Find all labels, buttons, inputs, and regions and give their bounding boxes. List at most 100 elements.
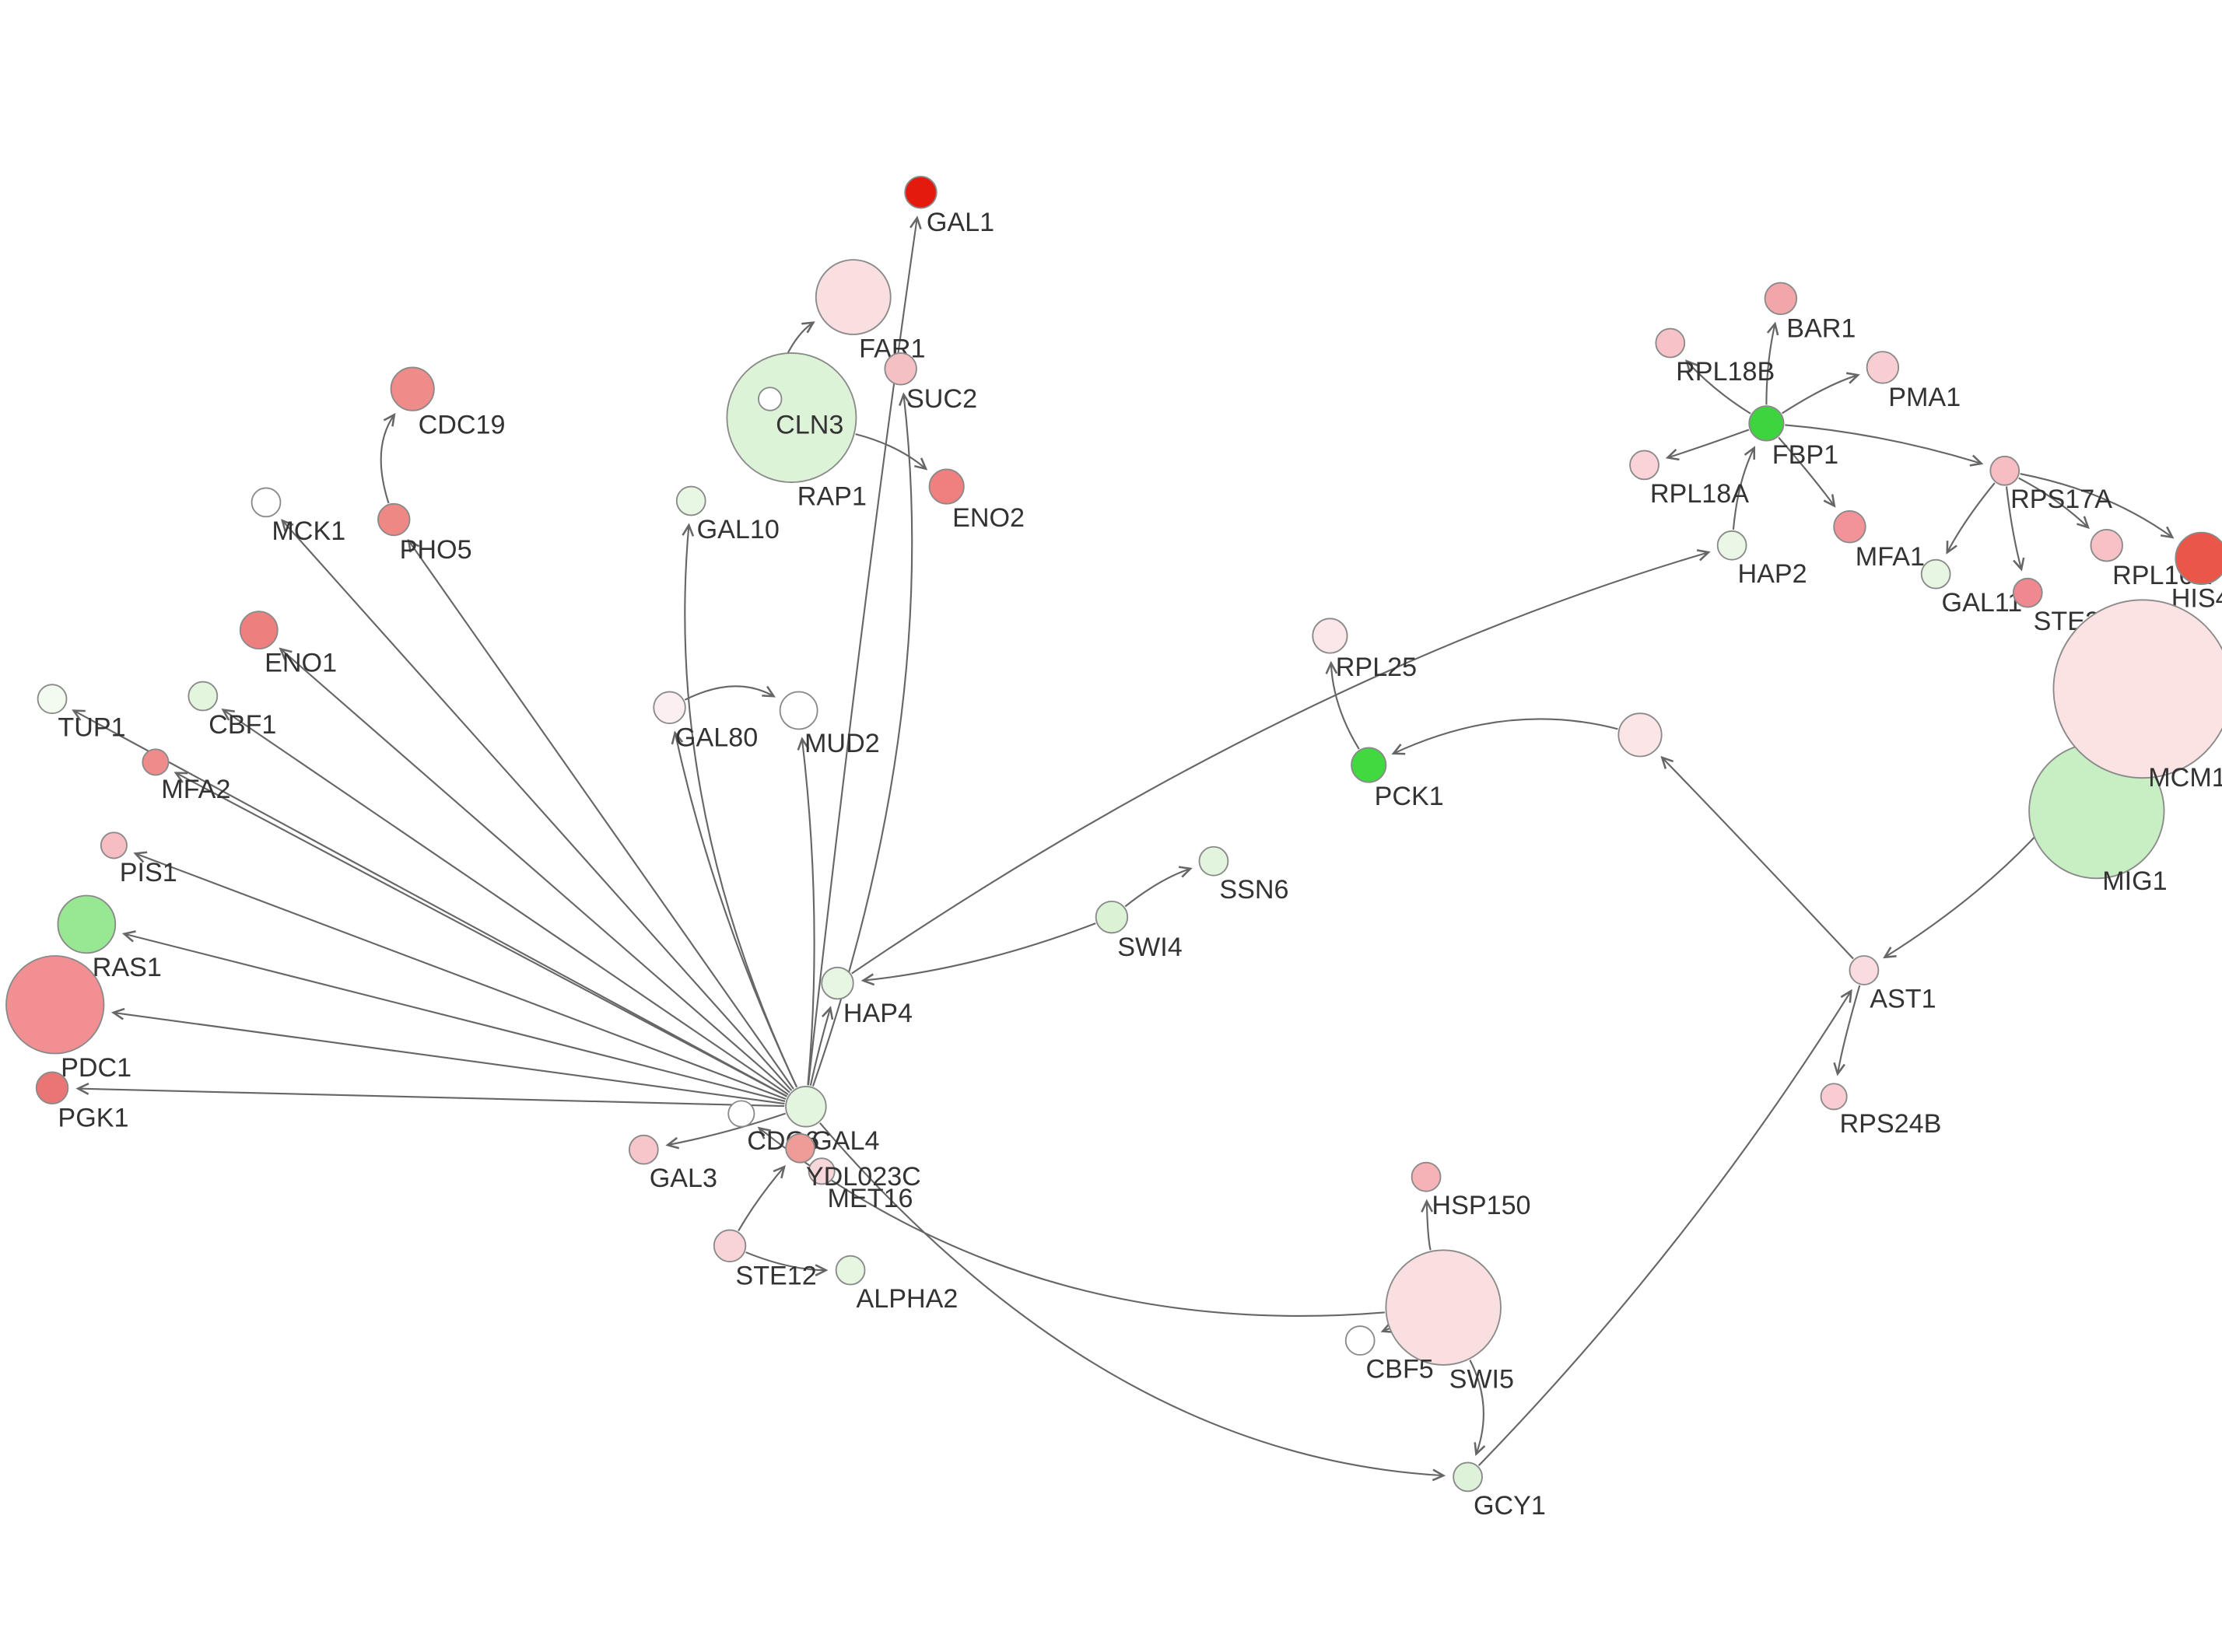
node-CBF5[interactable] [1344, 1325, 1376, 1356]
node-SWI4[interactable] [1095, 900, 1129, 934]
node-TUP1[interactable] [37, 684, 68, 715]
node-GAL3[interactable] [628, 1134, 659, 1165]
edge-FBP1-MFA1[interactable] [1778, 436, 1835, 506]
node-PDC1[interactable] [5, 955, 105, 1055]
node-PGK1[interactable] [35, 1071, 69, 1104]
edge-GAL4-MCK1[interactable] [282, 520, 793, 1091]
node-GAL80[interactable] [653, 691, 686, 724]
node-HAP2[interactable] [1716, 530, 1747, 561]
node-HSP150[interactable] [1411, 1161, 1442, 1192]
edge-FBP1-RPS17A[interactable] [1785, 424, 1981, 464]
node-GCY1[interactable] [1453, 1461, 1483, 1493]
node-PMA1[interactable] [1866, 351, 1900, 384]
edge-HAP2-FBP1[interactable] [1732, 448, 1754, 530]
node-GAL11[interactable] [1920, 558, 1951, 590]
edge-GAL4-PIS1[interactable] [135, 853, 787, 1100]
node-AST1[interactable] [1849, 955, 1880, 985]
node-HIS4[interactable] [2175, 531, 2222, 585]
edge-GAL4-GAL3[interactable] [668, 1112, 786, 1146]
edge-GCY1-AST1[interactable] [1477, 991, 1852, 1467]
edge-SWI4-SSN6[interactable] [1124, 869, 1190, 908]
edge-GAL4-ENO1[interactable] [281, 649, 790, 1094]
edge-GAL4-PHO5[interactable] [408, 541, 794, 1090]
node-MCK1[interactable] [251, 487, 282, 518]
node-RAP1[interactable] [726, 352, 857, 483]
node-GAL10[interactable] [675, 485, 706, 516]
edge-RPS17A-HIS4[interactable] [2020, 473, 2173, 537]
node-SSN6[interactable] [1198, 845, 1229, 877]
edge-PCK1-RPL25[interactable] [1331, 663, 1360, 750]
node-GAL4[interactable] [785, 1086, 827, 1128]
node-CDC6[interactable] [727, 1100, 755, 1128]
node-RPS17A[interactable] [1989, 455, 2020, 486]
node-label-PGK1: PGK1 [58, 1104, 128, 1133]
node-RAS1[interactable] [57, 894, 117, 954]
node-FBP1[interactable] [1748, 405, 1785, 442]
node-RPL25[interactable] [1312, 618, 1348, 654]
node-MUD2[interactable] [779, 691, 818, 730]
edge-GAL4-GCY1[interactable] [819, 1122, 1443, 1475]
edge-GAL4-RAS1[interactable] [124, 934, 786, 1102]
edge-STE12-ALPHA2[interactable] [745, 1251, 826, 1270]
node-MFA1[interactable] [1833, 510, 1866, 544]
node-FAR1[interactable] [815, 259, 892, 335]
node-SUC2[interactable] [884, 352, 917, 386]
edge-HAP4-HAP2[interactable] [851, 552, 1709, 975]
edge-GAL4-HAP4[interactable] [809, 1008, 830, 1086]
node-PIS1[interactable] [100, 831, 128, 859]
edge-GAL80-MUD2[interactable] [684, 685, 773, 701]
node-RPS24B[interactable] [1820, 1083, 1848, 1111]
edge-PHO5-CDC19[interactable] [380, 415, 394, 504]
node-CBF1[interactable] [188, 681, 219, 712]
edge-RAP1-ENO2[interactable] [855, 433, 926, 469]
node-SWI5[interactable] [1385, 1249, 1502, 1366]
node-STE12[interactable] [713, 1229, 747, 1262]
edge-SWI5-GCY1[interactable] [1469, 1360, 1483, 1454]
edge-SWI4-HAP4[interactable] [864, 922, 1096, 981]
node-MCM1[interactable] [2052, 599, 2222, 779]
edge-FBP1-RPL18A[interactable] [1667, 429, 1750, 458]
node-ENO1[interactable] [239, 611, 279, 650]
node-PCK1[interactable] [1351, 747, 1387, 783]
edge-SWI5-CBF5[interactable] [1383, 1328, 1390, 1332]
node-CDC19[interactable] [390, 366, 435, 411]
edge-GAL4-MFA2[interactable] [176, 773, 787, 1097]
node-ENO2[interactable] [928, 468, 965, 505]
edge-GAL4-GAL1[interactable] [807, 218, 917, 1086]
edge-U1-PCK1[interactable] [1393, 718, 1618, 753]
node-STE2[interactable] [2012, 577, 2043, 608]
node-RPL18A[interactable] [1629, 450, 1659, 481]
edge-GAL4-MUD2[interactable] [802, 739, 815, 1086]
edge-STE12-YDL023C[interactable] [738, 1167, 784, 1232]
node-MFA2[interactable] [142, 748, 170, 776]
node-U1[interactable] [1617, 712, 1663, 758]
node-HAP4[interactable] [821, 966, 854, 1000]
edge-GAL4-GAL10[interactable] [685, 525, 798, 1088]
node-GAL1[interactable] [904, 176, 938, 209]
node-BAR1[interactable] [1764, 282, 1798, 316]
node-PHO5[interactable] [377, 502, 411, 537]
edge-RPS17A-STE2[interactable] [2005, 486, 2021, 569]
edge-FBP1-PMA1[interactable] [1782, 375, 1859, 415]
edge-GAL4-CBF1[interactable] [223, 710, 789, 1096]
node-label-ENO2: ENO2 [952, 503, 1025, 533]
edge-AST1-RPS24B[interactable] [1838, 985, 1861, 1074]
node-MET16[interactable] [808, 1157, 836, 1185]
edge-GAL4-PGK1[interactable] [78, 1089, 785, 1108]
node-RPL16A[interactable] [2090, 529, 2123, 562]
edge-AST1-U1[interactable] [1662, 758, 1854, 960]
edge-GAL4-TUP1[interactable] [74, 711, 788, 1097]
edge-GAL4-PDC1[interactable] [114, 1013, 785, 1105]
node-YDL023C[interactable] [785, 1132, 815, 1164]
node-RPL18B[interactable] [1655, 327, 1686, 359]
edge-SWI5-HSP150[interactable] [1427, 1202, 1431, 1251]
edge-GAL4-GAL80[interactable] [675, 733, 798, 1088]
edge-RPS17A-GAL11[interactable] [1947, 482, 1996, 552]
edge-SWI5-CDC6[interactable] [759, 1128, 1385, 1317]
edge-RPS17A-RPL16A[interactable] [2018, 477, 2088, 527]
node-CLN3[interactable] [758, 387, 783, 411]
edge-FBP1-RPL18B[interactable] [1687, 361, 1751, 415]
node-ALPHA2[interactable] [835, 1255, 866, 1286]
edge-FBP1-BAR1[interactable] [1765, 324, 1775, 405]
